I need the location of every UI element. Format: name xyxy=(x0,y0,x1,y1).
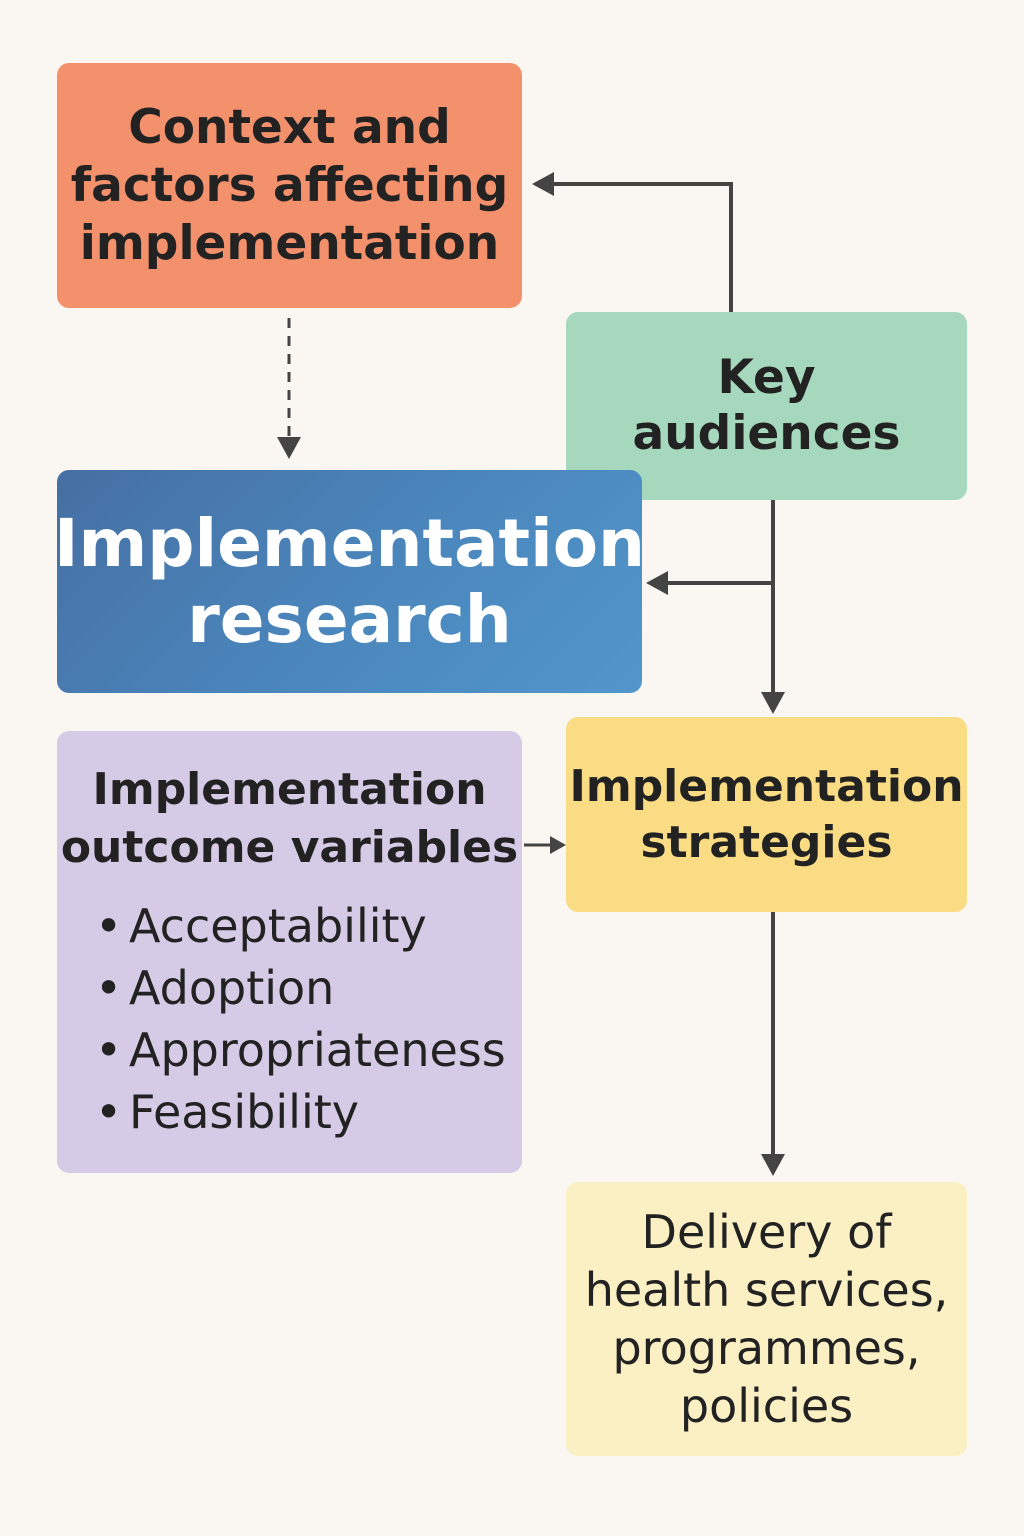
outcome-variables-box: Implementation outcome variables •Accept… xyxy=(57,731,522,1173)
outcomes-title-line-2: outcome variables xyxy=(60,822,519,873)
list-item: •Appropriateness xyxy=(95,1019,522,1081)
strategies-line-1: Implementation xyxy=(569,760,964,812)
arrow-audiences-to-context xyxy=(540,182,733,312)
context-line-3: implementation xyxy=(79,215,500,271)
arrowhead-strategies xyxy=(761,692,785,714)
outcome-variables-title: Implementation outcome variables xyxy=(57,761,522,877)
research-line-2: research xyxy=(187,580,512,658)
delivery-line-3: programmes, xyxy=(612,1321,921,1375)
arrowhead-strategies-side xyxy=(550,836,566,854)
implementation-research-box: Implementation research xyxy=(53,470,646,693)
outcomes-title-line-1: Implementation xyxy=(92,764,487,815)
context-line-1: Context and xyxy=(128,99,451,155)
key-audiences-box: Key audiences xyxy=(566,312,967,500)
outcome-variables-list: •Acceptability •Adoption •Appropriatenes… xyxy=(57,895,522,1143)
delivery-box: Delivery of health services, programmes,… xyxy=(566,1182,967,1456)
list-item: •Adoption xyxy=(95,957,522,1019)
audiences-line-1: Key xyxy=(717,350,816,405)
bullet-icon: • xyxy=(95,1085,123,1139)
context-line-2: factors affecting xyxy=(70,157,509,213)
arrowhead-context xyxy=(532,172,554,196)
arrowhead-research xyxy=(646,571,668,595)
delivery-line-1: Delivery of xyxy=(641,1205,892,1259)
bullet-icon: • xyxy=(95,1023,123,1077)
outcome-item-label: Adoption xyxy=(129,961,335,1015)
outcome-item-label: Appropriateness xyxy=(129,1023,506,1077)
implementation-strategies-box: Implementation strategies xyxy=(566,717,967,912)
bullet-icon: • xyxy=(95,899,123,953)
research-line-1: Implementation xyxy=(53,504,646,582)
delivery-line-4: policies xyxy=(679,1379,854,1433)
bullet-icon: • xyxy=(95,961,123,1015)
arrowhead-research-dashed xyxy=(277,437,301,459)
strategies-line-2: strategies xyxy=(640,816,893,868)
audiences-line-2: audiences xyxy=(632,406,901,461)
outcome-item-label: Acceptability xyxy=(129,899,427,953)
list-item: •Feasibility xyxy=(95,1081,522,1143)
list-item: •Acceptability xyxy=(95,895,522,957)
arrowhead-delivery xyxy=(761,1154,785,1176)
context-factors-box: Context and factors affecting implementa… xyxy=(57,63,522,308)
outcome-item-label: Feasibility xyxy=(129,1085,359,1139)
delivery-line-2: health services, xyxy=(584,1263,949,1317)
